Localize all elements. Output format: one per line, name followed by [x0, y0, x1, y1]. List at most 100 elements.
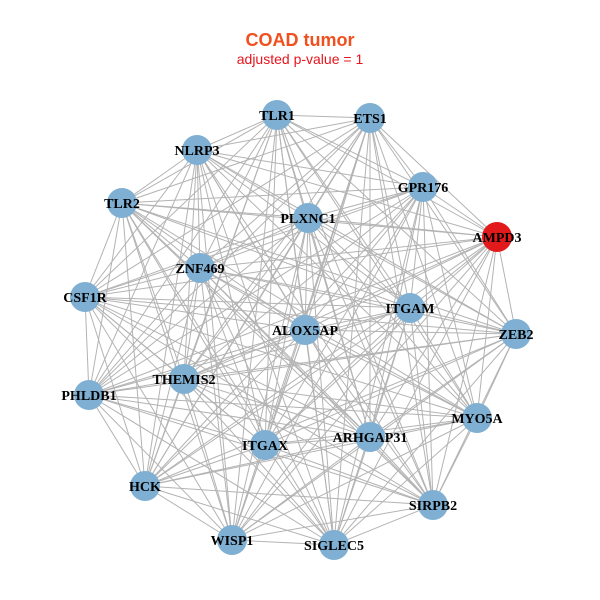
edge-PHLDB1-ITGAX: [88, 394, 266, 446]
edge-ZNF469-WISP1: [199, 267, 233, 541]
edge-TLR2-SIGLEC5: [121, 202, 335, 546]
node-ARHGAP31: ARHGAP31: [333, 422, 408, 452]
edge-NLRP3-WISP1: [196, 149, 233, 541]
edge-ZNF469-MYO5A: [199, 267, 478, 419]
node-CSF1R: CSF1R: [63, 282, 108, 312]
edge-ARHGAP31-HCK: [144, 436, 371, 487]
node-circle: [74, 380, 104, 410]
edge-ZNF469-ZEB2: [199, 267, 517, 335]
edge-GPR176-ZEB2: [422, 186, 517, 335]
node-circle: [355, 103, 385, 133]
edge-GPR176-PHLDB1: [88, 186, 424, 396]
node-circle: [418, 490, 448, 520]
edge-NLRP3-GPR176: [196, 149, 424, 188]
edge-ZNF469-ITGAM: [199, 267, 411, 309]
edge-TLR1-MYO5A: [276, 114, 478, 419]
edge-ALOX5AP-ZEB2: [304, 329, 517, 335]
edge-SIRPB2-SIGLEC5: [333, 504, 434, 546]
edge-NLRP3-AMPD3: [196, 149, 498, 238]
edge-NLRP3-TLR2: [121, 149, 198, 204]
node-label: THEMIS2: [152, 373, 215, 388]
edge-CSF1R-WISP1: [84, 296, 233, 541]
edge-ETS1-ZEB2: [369, 117, 517, 335]
node-label: NLRP3: [174, 144, 219, 159]
node-circle: [107, 188, 137, 218]
node-SIGLEC5: SIGLEC5: [304, 530, 364, 560]
node-circle: [70, 282, 100, 312]
edge-NLRP3-ZEB2: [196, 149, 517, 335]
edge-ITGAM-THEMIS2: [183, 307, 411, 380]
node-circle: [501, 319, 531, 349]
edge-AMPD3-ZNF469: [199, 236, 498, 269]
edge-CSF1R-ZEB2: [84, 296, 517, 335]
edge-ETS1-SIGLEC5: [333, 117, 371, 546]
edge-GPR176-TLR2: [121, 186, 424, 204]
edge-THEMIS2-ITGAX: [183, 378, 266, 446]
edge-PHLDB1-HCK: [88, 394, 146, 487]
edge-TLR2-ITGAM: [121, 202, 411, 309]
edge-ALOX5AP-MYO5A: [304, 329, 478, 419]
edge-THEMIS2-MYO5A: [183, 378, 478, 419]
node-circle: [408, 172, 438, 202]
edge-ZNF469-CSF1R: [84, 267, 201, 298]
edge-ITGAX-HCK: [144, 444, 266, 487]
edge-GPR176-ITGAM: [409, 186, 424, 309]
edge-TLR1-SIRPB2: [276, 114, 434, 506]
edge-AMPD3-ARHGAP31: [369, 236, 498, 438]
edge-ALOX5AP-ARHGAP31: [304, 329, 371, 438]
node-label: AMPD3: [473, 231, 522, 246]
node-TLR1: TLR1: [259, 100, 295, 130]
edge-TLR2-CSF1R: [84, 202, 123, 298]
edge-AMPD3-ITGAX: [264, 236, 498, 446]
edge-MYO5A-SIGLEC5: [333, 417, 478, 546]
edge-ETS1-PHLDB1: [88, 117, 371, 396]
edge-PLXNC1-MYO5A: [307, 217, 478, 419]
edge-NLRP3-CSF1R: [84, 149, 198, 298]
node-label: ARHGAP31: [333, 431, 408, 446]
node-label: CSF1R: [63, 291, 107, 306]
edge-ALOX5AP-HCK: [144, 329, 306, 487]
edge-ZNF469-SIRPB2: [199, 267, 434, 506]
node-circle: [355, 422, 385, 452]
edge-ITGAM-SIRPB2: [409, 307, 434, 506]
edge-AMPD3-ALOX5AP: [304, 236, 498, 331]
edge-ITGAM-WISP1: [231, 307, 411, 541]
edge-TLR1-ITGAM: [276, 114, 411, 309]
node-circle: [262, 100, 292, 130]
edge-ZNF469-SIGLEC5: [199, 267, 335, 546]
edge-HCK-SIRPB2: [144, 485, 434, 506]
node-ITGAM: ITGAM: [386, 293, 435, 323]
node-ZNF469: ZNF469: [176, 253, 225, 283]
edge-AMPD3-CSF1R: [84, 236, 498, 298]
node-label: ZNF469: [176, 262, 225, 277]
edge-ZNF469-THEMIS2: [183, 267, 201, 380]
edge-ARHGAP31-WISP1: [231, 436, 371, 541]
edge-HCK-SIGLEC5: [144, 485, 335, 546]
edge-ARHGAP31-SIGLEC5: [333, 436, 371, 546]
edge-GPR176-ITGAX: [264, 186, 424, 446]
edge-HCK-WISP1: [144, 485, 233, 541]
edge-TLR1-PHLDB1: [88, 114, 278, 396]
edge-ITGAM-ITGAX: [264, 307, 411, 446]
edge-PHLDB1-ARHGAP31: [88, 394, 371, 438]
edge-GPR176-PLXNC1: [307, 186, 424, 219]
edge-ALOX5AP-SIGLEC5: [304, 329, 335, 546]
edge-GPR176-ALOX5AP: [304, 186, 424, 331]
edge-ETS1-THEMIS2: [183, 117, 371, 380]
node-HCK: HCK: [129, 471, 161, 501]
node-label: ZEB2: [498, 328, 533, 343]
node-label: SIRPB2: [409, 499, 457, 514]
edge-PLXNC1-ZNF469: [199, 217, 309, 269]
edge-TLR1-CSF1R: [84, 114, 278, 298]
edge-ALOX5AP-PHLDB1: [88, 329, 306, 396]
edge-ARHGAP31-ITGAX: [264, 436, 371, 446]
node-circle: [293, 203, 323, 233]
node-ZEB2: ZEB2: [498, 319, 534, 349]
node-GPR176: GPR176: [398, 172, 448, 202]
node-ETS1: ETS1: [353, 103, 387, 133]
edge-ITGAM-MYO5A: [409, 307, 478, 419]
edge-PHLDB1-WISP1: [88, 394, 233, 541]
edge-AMPD3-PHLDB1: [88, 236, 498, 396]
edge-AMPD3-ITGAM: [409, 236, 498, 309]
